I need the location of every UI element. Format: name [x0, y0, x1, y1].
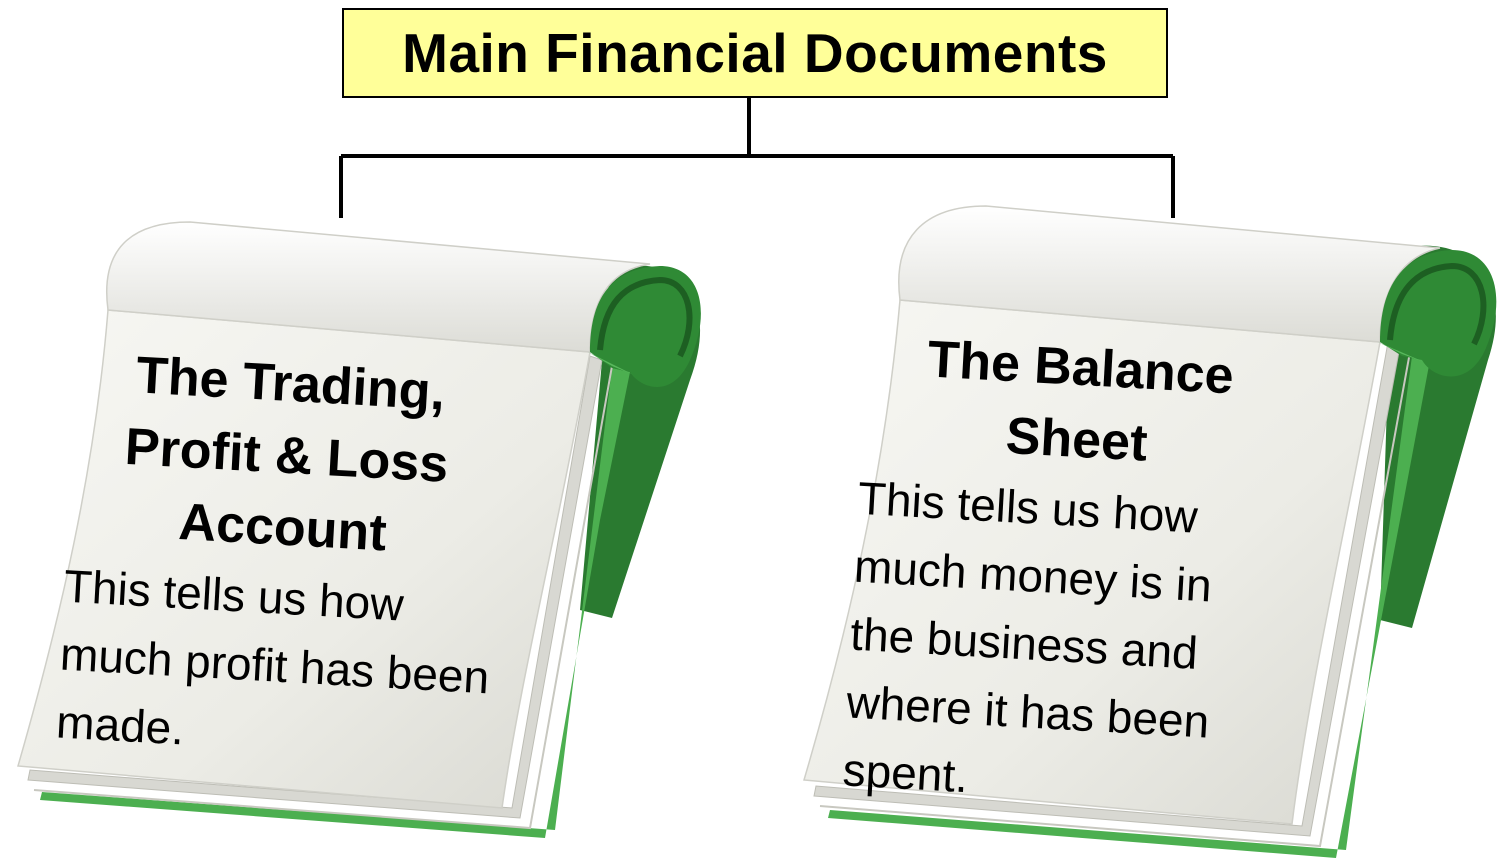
notepad-left-text: The Trading, Profit & Loss Account This …: [55, 336, 508, 779]
diagram-title: Main Financial Documents: [402, 22, 1108, 84]
notepad-left: [17, 221, 701, 838]
document-description-trading-account: This tells us how much profit has been m…: [55, 559, 491, 755]
notepad-left-page: [17, 309, 591, 809]
document-description-balance-sheet: This tells us how much money is in the b…: [841, 471, 1214, 803]
document-heading-trading-account: The Trading, Profit & Loss Account: [123, 346, 450, 563]
notepad-right: [803, 205, 1497, 858]
notepad-left-roll: [106, 221, 651, 353]
document-heading-balance-sheet: The Balance Sheet: [926, 330, 1236, 473]
notepad-right-page: [803, 299, 1381, 825]
title-box: Main Financial Documents: [342, 8, 1168, 98]
connector-lines: [339, 98, 1175, 218]
notepad-right-text: The Balance Sheet This tells us how much…: [841, 320, 1297, 827]
